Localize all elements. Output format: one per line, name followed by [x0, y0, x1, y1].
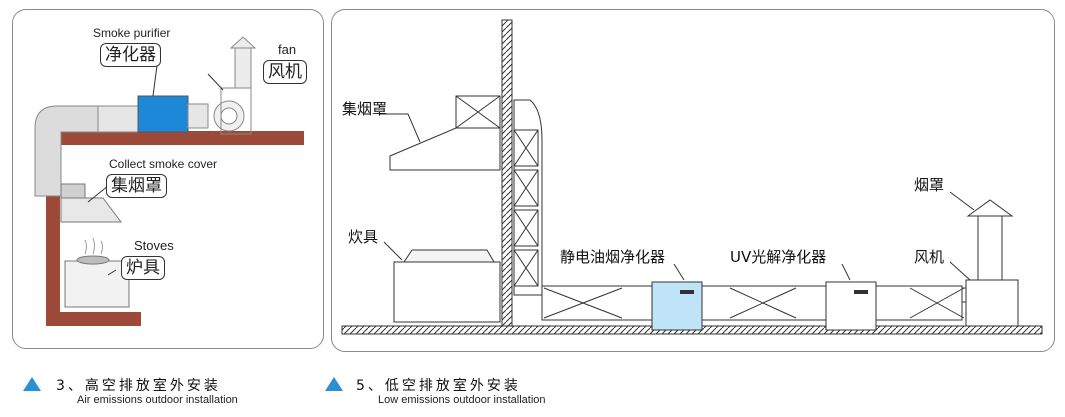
horizontal-duct-braces	[543, 287, 965, 319]
esp-indicator	[680, 290, 694, 294]
caption-5-zh: 5、低空排放室外安装	[356, 378, 521, 394]
hood-label-zh: 集烟罩	[342, 100, 388, 118]
stove-counter	[393, 261, 501, 323]
stove-label-zh: 炊具	[348, 228, 379, 246]
wok	[76, 255, 110, 265]
hood-leader	[380, 113, 421, 143]
fan-leader	[949, 261, 971, 281]
caption-3-zh: 3、高空排放室外安装	[56, 378, 221, 394]
fan-label-zh: 风机	[914, 248, 945, 266]
left-diagram-panel: Smoke purifier 净化器 fan 风机 Collect smoke …	[12, 9, 324, 349]
hood-cone	[60, 197, 122, 223]
hood-box-cross	[455, 95, 501, 129]
chimney-cap	[966, 199, 1014, 217]
horizontal-duct	[541, 285, 963, 321]
chimney-hood-leader	[949, 191, 975, 211]
stove-leader	[383, 241, 403, 261]
stove-body	[64, 260, 130, 308]
uv-purifier-body	[825, 281, 877, 331]
cover-label-en: Collect smoke cover	[109, 157, 218, 171]
exhaust-stack	[234, 47, 252, 89]
fan-label-zh: 风机	[263, 60, 307, 84]
uv-label-zh: UV光解净化器	[730, 248, 827, 266]
chimney-hood-label-zh: 烟罩	[914, 176, 945, 194]
stove-top	[403, 249, 495, 263]
roof-slab	[46, 131, 304, 145]
hood-body	[389, 127, 501, 171]
floor-slab	[46, 312, 141, 326]
fan-leader	[207, 73, 224, 91]
fan-label-en: fan	[278, 42, 297, 57]
cover-label-zh: 集烟罩	[106, 174, 167, 198]
caption-5-en: Low emissions outdoor installation	[378, 394, 546, 406]
duct-segment	[97, 105, 139, 133]
smoke-purifier-label-en: Smoke purifier	[93, 26, 171, 40]
stove-leader	[107, 269, 117, 276]
esp-leader	[673, 263, 685, 281]
caption-3-en: Air emissions outdoor installation	[77, 394, 238, 406]
caption-5-triangle-icon	[325, 377, 343, 391]
hood-top	[60, 183, 86, 199]
stoves-label-zh: 炉具	[121, 256, 165, 280]
fan-hub	[220, 107, 238, 125]
right-diagram-panel: 集烟罩 炊具 静电油烟净化器 UV光解净化器 烟罩 风机	[331, 9, 1055, 352]
stoves-label-en: Stoves	[134, 238, 174, 253]
chimney	[977, 215, 1003, 281]
uv-leader	[841, 263, 851, 281]
smoke-purifier-label-zh: 净化器	[100, 43, 161, 67]
esp-label-zh: 静电油烟净化器	[560, 248, 666, 266]
caption-3-triangle-icon	[23, 377, 41, 391]
steam	[84, 237, 103, 255]
left-diagram-drawing	[34, 36, 304, 326]
uv-indicator	[854, 290, 868, 294]
esp-purifier-body	[651, 281, 703, 331]
purifier-body	[137, 95, 189, 133]
hatched-wall	[501, 19, 513, 327]
fan-housing	[965, 279, 1019, 327]
vertical-duct-braces	[513, 129, 539, 287]
cover-leader	[87, 185, 109, 203]
stack-cap	[229, 36, 257, 49]
right-diagram-drawing	[341, 19, 1043, 335]
purifier-outlet	[187, 103, 209, 129]
